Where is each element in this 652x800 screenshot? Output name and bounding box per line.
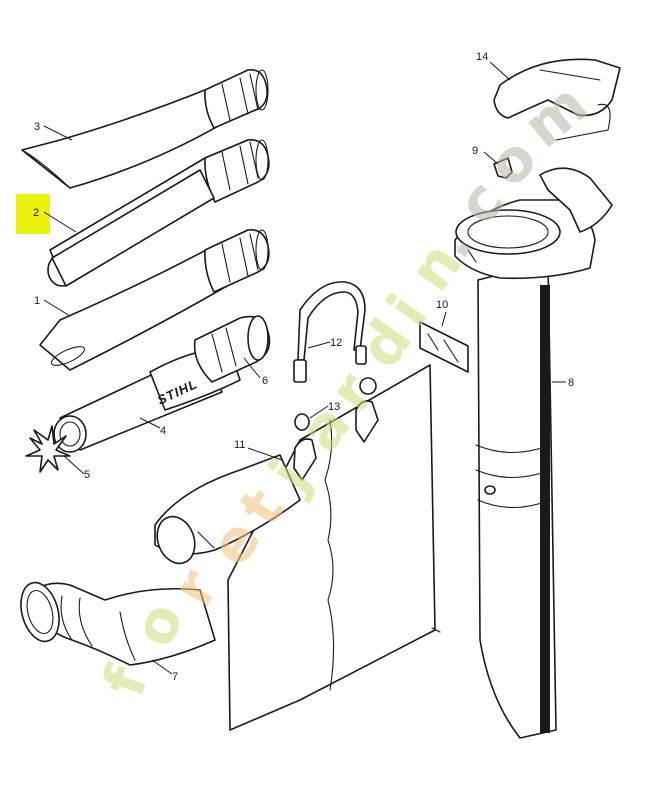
callout-9: 9 (472, 145, 478, 157)
callout-4: 4 (160, 425, 166, 437)
callout-7: 7 (172, 671, 178, 683)
part-3-flat-nozzle (21, 68, 269, 189)
callout-6: 6 (262, 375, 268, 387)
part-13-rings (293, 377, 379, 481)
part-1-flat-nozzle (39, 229, 270, 371)
callout-2: 2 (33, 207, 39, 219)
part-2-round-nozzle (47, 139, 270, 287)
part-10-label-plate (419, 321, 469, 373)
part-14-safety-glasses (493, 58, 621, 141)
callout-1: 1 (34, 295, 40, 307)
leader-lines (43, 61, 566, 675)
callouts: 3 2 1 6 4 5 7 8 9 10 11 12 13 14 (33, 51, 574, 683)
part-7-elbow (20, 581, 216, 666)
part-8-suction-tube (454, 167, 613, 739)
callout-10: 10 (436, 299, 448, 311)
callout-5: 5 (84, 469, 90, 481)
part-11-collection-bag (154, 364, 441, 731)
part-4-blow-tube: STIHL (53, 348, 241, 453)
watermark-letter: f (89, 657, 162, 705)
callout-3: 3 (34, 121, 40, 133)
callout-8: 8 (568, 377, 574, 389)
callout-13: 13 (328, 401, 340, 413)
callout-14: 14 (476, 51, 488, 63)
callout-12: 12 (330, 337, 342, 349)
callout-11: 11 (234, 439, 245, 451)
part-9-clip (493, 157, 513, 179)
part-12-shoulder-strap (293, 281, 367, 383)
part-6-coupling (193, 315, 271, 383)
part-5-impeller (25, 425, 71, 473)
highlight-box-part-2 (16, 194, 50, 234)
